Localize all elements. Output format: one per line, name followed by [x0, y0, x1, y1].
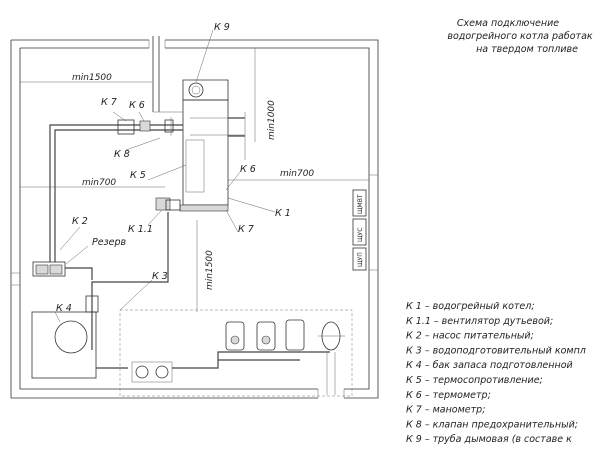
legend-text: бак запаса подготовленной	[433, 360, 573, 371]
dimension-lines: min1500 min700 min700 min1000 min1500	[20, 48, 369, 312]
legend-item: К 1.1 – вентилятор дутьевой;	[406, 316, 553, 327]
dim-min1500-top: min1500	[72, 73, 112, 83]
legend-code: К 8	[406, 419, 422, 430]
legend-code: К 1	[406, 301, 422, 312]
legend-item: К 1 – водогрейный котел;	[406, 301, 535, 312]
legend-item: К 4 – бак запаса подготовленной	[406, 360, 573, 371]
legend-text: термометр;	[433, 390, 491, 401]
legend-code: К 2	[406, 331, 422, 342]
dim-min700-left: min700	[82, 178, 116, 188]
label-k8: К 8	[114, 149, 130, 160]
component-labels: К 9 К 7 К 6 К 8 К 5 К 6 К 1 К 1.1 К 7 К …	[56, 22, 291, 314]
legend-item: К 6 – термометр;	[406, 390, 491, 401]
panel-label-shup: ЩУП	[357, 252, 364, 267]
panel-shup	[352, 247, 367, 271]
dim-min1000: min1000	[267, 100, 277, 140]
label-k6-top: К 6	[129, 100, 145, 111]
pipes	[32, 111, 183, 350]
legend-code: К 4	[406, 360, 422, 371]
tank-k4	[31, 295, 128, 379]
legend-item: К 5 – термосопротивление;	[406, 375, 543, 386]
legend-item: К 3 – водоподготовительный компл	[406, 345, 586, 356]
legend-text: водогрейный котел;	[433, 301, 535, 312]
label-k2: К 2	[72, 216, 88, 227]
boiler-k1	[152, 36, 246, 212]
legend-text: клапан предохранительный;	[433, 419, 578, 430]
label-k1: К 1	[275, 208, 291, 219]
leader-lines	[54, 29, 276, 323]
legend-code: К 1.1	[406, 316, 431, 327]
legend: К 1 – водогрейный котел; К 1.1 – вентилят…	[406, 301, 586, 445]
legend-text: водоподготовительный компл	[433, 345, 586, 356]
label-reserve: Резерв	[92, 237, 127, 248]
dim-min700-right: min700	[280, 169, 314, 179]
legend-item: К 9 – труба дымовая (в составе к	[406, 434, 572, 445]
room-walls	[10, 39, 379, 399]
legend-code: К 3	[406, 345, 422, 356]
title-line-1: Схема подключение	[457, 18, 559, 29]
title-line-3: на твердом топливе	[476, 44, 578, 55]
water-treatment-k3	[119, 309, 353, 397]
panel-label-shmvt: ЩМВТ	[357, 194, 364, 214]
label-k9: К 9	[214, 22, 230, 33]
title-line-2: водогрейного котла работак	[447, 31, 593, 42]
legend-item: К 7 – манометр;	[406, 405, 485, 416]
label-k6-mid: К 6	[240, 164, 256, 175]
legend-code: К 6	[406, 390, 422, 401]
panel-shus	[352, 218, 367, 246]
label-k7-mid: К 7	[238, 224, 254, 235]
legend-code: К 7	[406, 405, 422, 416]
legend-text: труба дымовая (в составе к	[433, 434, 572, 445]
label-k4: К 4	[56, 303, 72, 314]
diagram-title: Схема подключение водогрейного котла раб…	[447, 18, 593, 55]
legend-text: манометр;	[433, 405, 486, 416]
legend-item: К 8 – клапан предохранительный;	[406, 419, 578, 430]
label-k3: К 3	[152, 271, 168, 282]
panel-label-shus: ЩУС	[357, 228, 364, 242]
legend-code: К 9	[406, 434, 422, 445]
panel-shmvt	[352, 189, 367, 217]
legend-text: насос питательный;	[433, 331, 534, 342]
dim-min1500-vertical: min1500	[205, 250, 215, 290]
legend-text: термосопротивление;	[433, 375, 543, 386]
label-k11: К 1.1	[128, 224, 153, 235]
wall-panels: ЩМВТ ЩУС ЩУП	[352, 189, 367, 271]
legend-code: К 5	[406, 375, 422, 386]
legend-item: К 2 – насос питательный;	[406, 331, 534, 342]
label-k5: К 5	[130, 170, 146, 181]
legend-text: вентилятор дутьевой;	[442, 316, 554, 327]
label-k7-top: К 7	[101, 97, 117, 108]
